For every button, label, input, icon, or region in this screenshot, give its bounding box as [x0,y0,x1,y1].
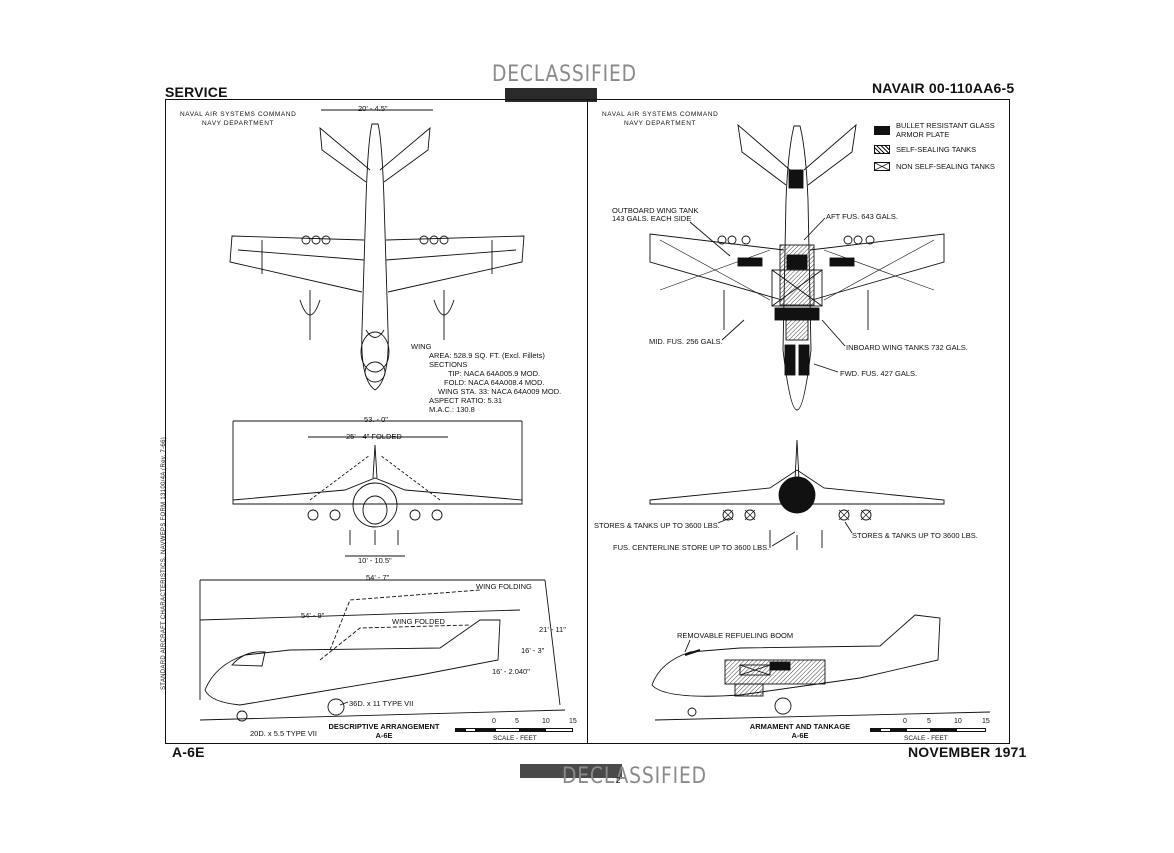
left-org-line1: NAVAL AIR SYSTEMS COMMAND [180,111,297,118]
legend-armor-label: BULLET RESISTANT GLASS ARMOR PLATE [896,121,995,139]
right-panel [587,99,1010,744]
footer-left: A-6E [172,744,205,760]
header-right: NAVAIR 00-110AA6-5 [872,80,1015,96]
stores-left-label: STORES & TANKS UP TO 3600 LBS. [594,521,720,530]
crossed-swatch [874,162,890,171]
left-caption-line2: A-6E [375,731,393,740]
gear-track-dim: 10' - 10.5" [358,556,392,565]
legend-armor: BULLET RESISTANT GLASS ARMOR PLATE [874,121,1006,139]
right-caption-line1: ARMAMENT AND TANKAGE [749,722,851,731]
tankage-side-view [651,614,991,721]
legend-self-sealing-label: SELF-SEALING TANKS [896,145,977,154]
front-view-aircraft [232,420,523,557]
scale-tick: 15 [569,718,577,725]
side-view-aircraft [199,579,566,722]
left-caption-line1: DESCRIPTIVE ARRANGEMENT [328,722,440,731]
left-org-line2: NAVY DEPARTMENT [202,120,275,127]
wing-folded-label: WING FOLDED [392,617,445,626]
scale-label: SCALE - FEET [493,735,537,742]
wing-spec-mac: M.A.C.: 130.8 [429,405,475,414]
nose-tire-label: 20D. x 5.5 TYPE VII [250,729,317,738]
fwd-fus-label: FWD. FUS. 427 GALS. [840,369,918,378]
legend-non-self-sealing-label: NON SELF-SEALING TANKS [896,162,995,171]
footer-right: NOVEMBER 1971 [908,744,1027,760]
length-folded-dim: 54' - 9" [301,611,325,620]
right-caption-line2: A-6E [791,731,809,740]
mid-fus-label: MID. FUS. 256 GALS. [649,337,723,346]
outboard-tank-label: OUTBOARD WING TANK [612,206,699,215]
wing-spec-aspect: ASPECT RATIO: 5.31 [429,396,503,405]
legend-non-self-sealing: NON SELF-SEALING TANKS [874,162,995,171]
height-fold-dim: 16' - 3" [521,646,545,655]
wing-folding-label: WING FOLDING [476,582,532,591]
stores-front-view [649,439,945,550]
centerline-store-label: FUS. CENTERLINE STORE UP TO 3600 LBS. [613,543,770,552]
header-left: SERVICE [165,84,228,100]
redaction-bar-bottom [520,764,622,778]
tail-span-dim: 20' - 4.5" [358,104,388,113]
wing-spec-sta33: WING STA. 33: NACA 64A009 MOD. [438,387,562,396]
right-org-line2: NAVY DEPARTMENT [624,120,697,127]
legend-self-sealing: SELF-SEALING TANKS [874,145,976,154]
folded-span-dim: 25' - 4" FOLDED [346,432,402,441]
right-scale-bar: 0 5 10 15 SCALE - FEET [870,718,1000,744]
length-dim: 54' - 7" [366,573,390,582]
scale-tick: 15 [982,718,990,725]
outboard-tank-capacity: 143 GALS. EACH SIDE [612,214,692,223]
main-tire-label: 36D. x 11 TYPE VII [349,699,414,708]
plan-view-aircraft [229,109,525,391]
scale-tick: 5 [515,718,519,725]
scale-tick: 0 [903,718,907,725]
hatched-swatch [874,145,890,154]
wing-spec-tip: TIP: NACA 64A005.9 MOD. [448,369,541,378]
scale-tick: 10 [542,718,550,725]
scale-tick: 5 [927,718,931,725]
declassified-stamp-top: DECLASSIFIED [492,62,637,87]
scale-label: SCALE - FEET [904,735,948,742]
wing-label: WING [411,342,432,351]
wing-spec-area: AREA: 528.9 SQ. FT. (Excl. Fillets) [429,351,545,360]
height-max-dim: 21' - 11" [539,625,566,634]
wing-spec-fold: FOLD: NACA 64A008.4 MOD. [444,378,545,387]
inboard-tank-label: INBOARD WING TANKS 732 GALS. [846,343,968,352]
height-tail-dim: 16' - 2.040" [492,667,530,676]
scale-tick: 10 [954,718,962,725]
armor-swatch [874,125,890,135]
aft-fus-label: AFT FUS. 643 GALS. [826,212,898,221]
wing-spec-sections: SECTIONS [429,360,468,369]
scale-tick: 0 [492,718,496,725]
span-dim: 53. - 0" [364,415,388,424]
page-number: 2 [616,776,621,785]
redaction-bar-top [505,88,597,102]
left-scale-bar: 0 5 10 15 SCALE - FEET [455,718,585,744]
right-org-line1: NAVAL AIR SYSTEMS COMMAND [602,111,719,118]
refueling-boom-label: REMOVABLE REFUELING BOOM [677,631,794,640]
tankage-plan-view [649,123,945,411]
stores-right-label: STORES & TANKS UP TO 3600 LBS. [852,531,978,540]
declassified-stamp-bottom: DECLASSIFIED [562,764,707,789]
